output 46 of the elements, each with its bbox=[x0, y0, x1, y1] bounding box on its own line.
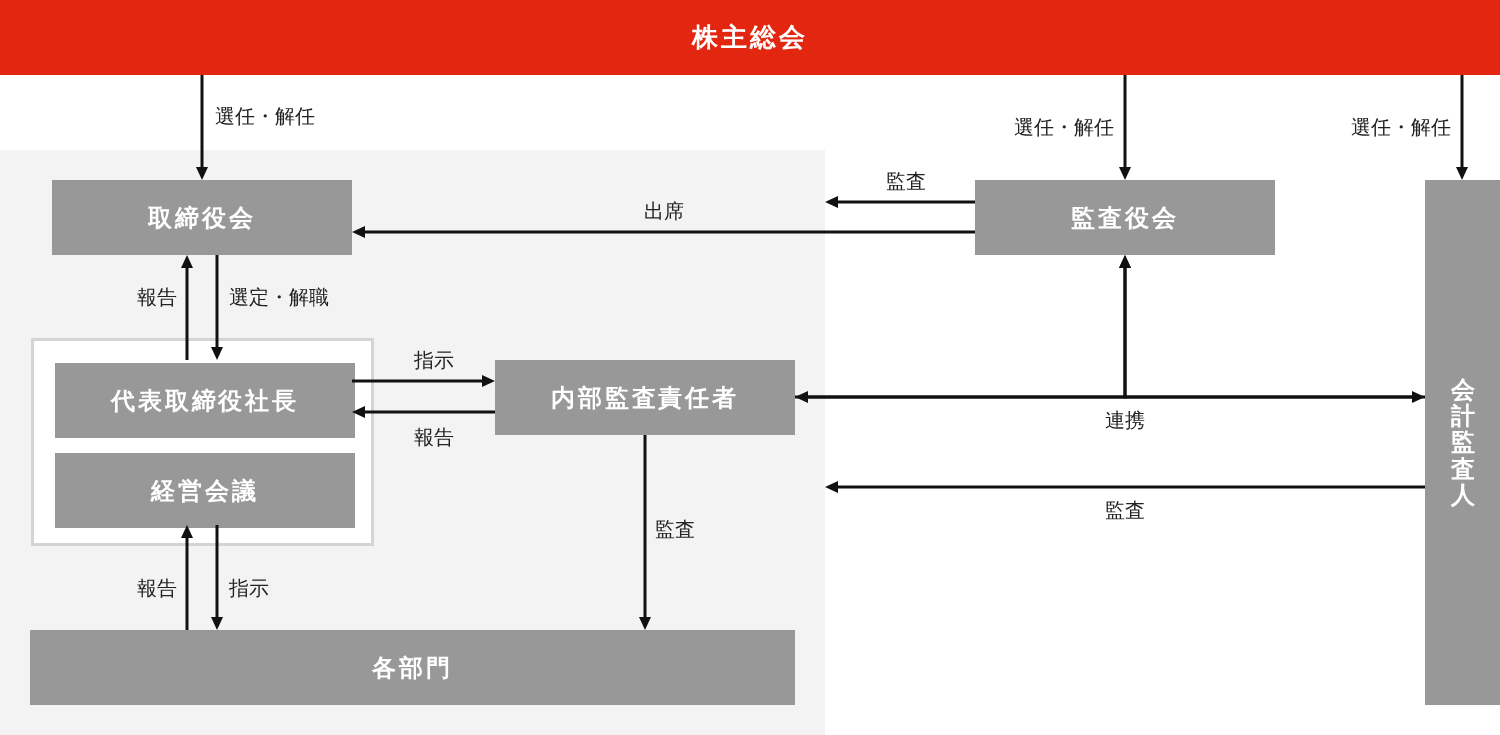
edge-label: 選定・解職 bbox=[229, 284, 329, 310]
box-label: 経営会議 bbox=[151, 475, 259, 507]
box-label: 株主総会 bbox=[691, 21, 809, 54]
edge-label: 出席 bbox=[644, 198, 684, 224]
header-bar bbox=[0, 0, 1500, 75]
edge-label: 報告 bbox=[137, 284, 177, 310]
process-box bbox=[55, 453, 355, 528]
arrow bbox=[352, 375, 495, 387]
edge-label: 指示 bbox=[229, 575, 269, 601]
arrow bbox=[196, 75, 208, 180]
box-label: 会計監査人 bbox=[1450, 376, 1475, 509]
arrow bbox=[211, 525, 223, 630]
box-label: 代表取締役社長 bbox=[110, 385, 300, 417]
group-frame bbox=[31, 338, 374, 546]
edge-label: 指示 bbox=[414, 347, 454, 373]
arrow bbox=[825, 196, 975, 208]
arrow bbox=[825, 481, 1425, 493]
process-box bbox=[55, 363, 355, 438]
box-label: 各部門 bbox=[372, 652, 453, 684]
process-box bbox=[30, 630, 795, 705]
edge-label: 報告 bbox=[137, 575, 177, 601]
edge-label: 報告 bbox=[414, 424, 454, 450]
vertical-box bbox=[1425, 180, 1500, 705]
arrow bbox=[1456, 75, 1468, 180]
process-box bbox=[975, 180, 1275, 255]
arrow bbox=[181, 525, 193, 630]
edge-label: 選任・解任 bbox=[215, 103, 315, 129]
arrow bbox=[181, 255, 193, 360]
arrow bbox=[352, 226, 975, 238]
process-box bbox=[52, 180, 352, 255]
edge-label: 選任・解任 bbox=[1014, 114, 1114, 140]
arrow bbox=[211, 255, 223, 360]
background-region bbox=[0, 150, 825, 735]
edge-label: 監査 bbox=[655, 516, 695, 542]
edge-label: 監査 bbox=[886, 168, 926, 194]
edge-label: 連携 bbox=[1105, 407, 1145, 433]
arrow bbox=[352, 406, 495, 418]
box-label: 監査役会 bbox=[1071, 202, 1179, 234]
box-label: 取締役会 bbox=[148, 202, 256, 234]
arrow bbox=[1119, 75, 1131, 180]
edge-label: 監査 bbox=[1105, 497, 1145, 523]
arrow bbox=[639, 435, 651, 630]
process-box bbox=[495, 360, 795, 435]
edge-label: 選任・解任 bbox=[1351, 114, 1451, 140]
arrow bbox=[1119, 255, 1425, 399]
box-label: 内部監査責任者 bbox=[550, 382, 740, 414]
